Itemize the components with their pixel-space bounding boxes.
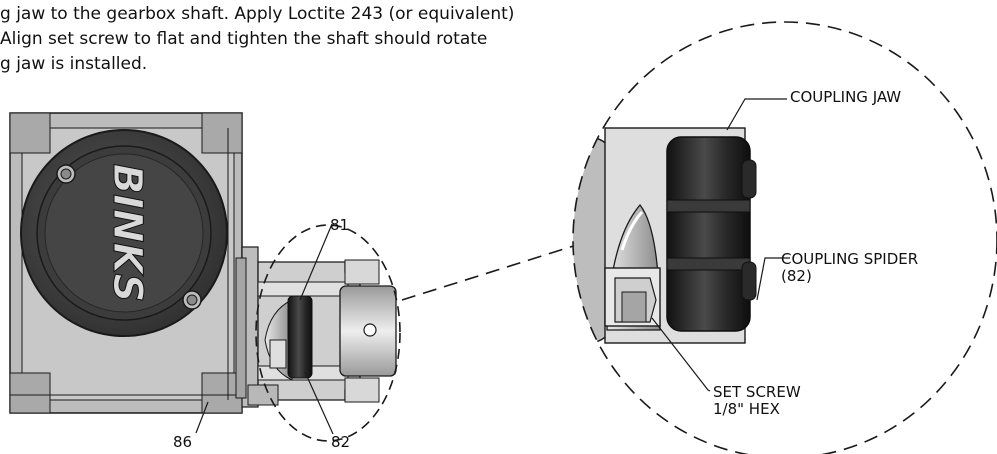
callout-set-screw: SET SCREW 1/8" HEX xyxy=(713,384,801,418)
coupling-spider-label: COUPLING SPIDER xyxy=(781,250,919,268)
callout-coupling-spider: COUPLING SPIDER (82) xyxy=(781,251,918,285)
callout-81: 81 xyxy=(330,216,350,234)
instruction-line-3: g jaw is installed. xyxy=(0,54,148,74)
set-screw-label: SET SCREW xyxy=(713,383,801,401)
gearbox-housing xyxy=(9,112,243,414)
coupling-spider-part: (82) xyxy=(781,267,812,285)
callout-86: 86 xyxy=(173,433,193,451)
detail-connector-line xyxy=(401,242,584,301)
leader-lines xyxy=(195,98,790,435)
detail-marker-circle xyxy=(255,224,401,442)
detail-view xyxy=(573,127,757,346)
instruction-line-2: Align set screw to flat and tighten the … xyxy=(0,29,488,49)
detail-circle xyxy=(572,21,997,454)
coupling-assembly xyxy=(235,246,397,408)
instruction-line-1: g jaw to the gearbox shaft. Apply Loctit… xyxy=(0,4,515,24)
callout-82: 82 xyxy=(331,433,351,451)
callout-coupling-jaw: COUPLING JAW xyxy=(790,88,902,106)
binks-logo: BINKS xyxy=(104,164,150,303)
set-screw-size: 1/8" HEX xyxy=(713,400,780,418)
instruction-text: g jaw to the gearbox shaft. Apply Loctit… xyxy=(0,2,720,77)
